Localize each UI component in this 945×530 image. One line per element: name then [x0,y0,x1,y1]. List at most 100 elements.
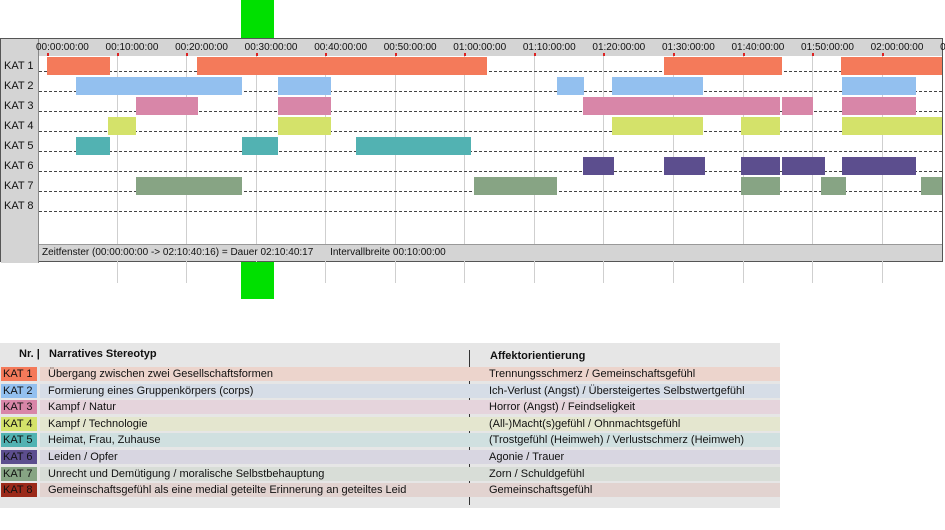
legend-row: KAT 8 Gemeinschaftsgefühl als eine medial… [0,482,780,498]
timeline-segment[interactable] [108,117,137,135]
timeline-segment[interactable] [356,137,472,155]
time-tick-label: 01:30:00:00 [661,42,715,53]
legend-row-band [40,450,780,464]
legend-stereotyp-text: Heimat, Frau, Zuhause [48,434,161,447]
lane-baseline [39,91,942,92]
tick-mark [464,53,467,56]
legend-category-code: KAT 7 [1,466,37,481]
grid-line [325,56,327,283]
timeline-segment[interactable] [841,117,942,135]
time-tick-label: 00:30:00:00 [244,42,298,53]
timeline-segment[interactable] [277,117,332,135]
time-tick-label: 0 [940,42,945,53]
timeline-segment[interactable] [663,157,705,175]
timeline-segment[interactable] [741,157,781,175]
timeline-segment[interactable] [136,97,198,115]
time-window-text: Zeitfenster (00:00:00:00 -> 02:10:40:16)… [42,247,314,258]
time-tick-label: 01:10:00:00 [522,42,576,53]
lane-label: KAT 3 [4,100,34,112]
legend-affekt-text: Ich-Verlust (Angst) / Übersteigertes Sel… [489,384,745,397]
legend-affekt-text: Horror (Angst) / Feindseligkeit [489,401,636,414]
category-legend-table: Nr. | Narratives Stereotyp Affektorienti… [0,343,780,508]
timeline-segment[interactable] [76,137,110,155]
timeline-segment[interactable] [242,137,278,155]
tick-mark [186,53,189,56]
timeline-segment[interactable] [556,77,584,95]
legend-stereotyp-text: Formierung eines Gruppenkörpers (corps) [48,384,254,397]
tick-mark [394,53,397,56]
lane-label: KAT 7 [4,180,34,192]
legend-affekt-text: Gemeinschaftsgefühl [489,484,593,497]
timeline-segment[interactable] [841,57,942,75]
timeline-segment[interactable] [741,177,781,195]
lane-baseline [39,131,942,132]
timeline-segment[interactable] [782,157,826,175]
timeline-segment[interactable] [841,77,916,95]
timeline-segment[interactable] [663,57,783,75]
timeline-status-bar: Zeitfenster (00:00:00:00 -> 02:10:40:16)… [39,244,942,261]
timeline-segment[interactable] [612,77,703,95]
tick-mark [47,53,49,56]
legend-row-band [40,383,780,398]
time-tick-label: 00:50:00:00 [383,42,437,53]
legend-category-code: KAT 8 [1,483,37,498]
timeline-segment[interactable] [196,57,487,75]
time-tick-label: 00:10:00:00 [105,42,159,53]
timeline-segment[interactable] [782,97,813,115]
lane-baseline [39,211,942,212]
legend-affekt-text: (All-)Macht(s)gefühl / Ohnmachtsgefühl [489,417,681,430]
timeline-segment[interactable] [474,177,557,195]
playhead-marker-top[interactable] [241,0,274,38]
tick-mark [881,53,884,56]
timeline-segment[interactable] [277,97,332,115]
legend-stereotyp-text: Gemeinschaftsgefühl als eine medial gete… [48,484,407,497]
tick-mark [603,53,606,56]
legend-row-band [40,400,780,415]
timeline-segment[interactable] [841,97,916,115]
tick-mark [325,53,328,56]
legend-row-band [40,483,780,498]
legend-category-code: KAT 5 [1,433,37,448]
playhead-marker-bottom[interactable] [241,262,274,299]
lane-baseline [39,71,942,72]
timeline-segment[interactable] [583,97,781,115]
interval-width-text: Intervallbreite 00:10:00:00 [330,247,446,258]
time-tick-label: 01:00:00:00 [453,42,507,53]
legend-stereotyp-text: Kampf / Technologie [48,417,148,430]
timeline-segment[interactable] [47,57,110,75]
grid-line [533,56,535,283]
legend-row: KAT 7 Unrecht und Demütigung / moralische… [0,466,780,482]
timeline-segment[interactable] [741,117,781,135]
timeline-segment[interactable] [136,177,243,195]
legend-stereotyp-text: Übergang zwischen zwei Gesellschaftsform… [48,368,273,380]
legend-header-nr: Nr. | [19,348,40,360]
legend-header-stereotyp: Narratives Stereotyp [49,348,157,360]
legend-header-affekt: Affektorientierung [490,350,586,362]
lane-label: KAT 6 [4,160,34,172]
legend-stereotyp-text: Kampf / Natur [48,401,116,414]
timeline-segment[interactable] [76,77,243,95]
timeline-segment[interactable] [583,157,614,175]
grid-line [186,56,188,283]
legend-stereotyp-text: Leiden / Opfer [48,451,118,463]
tick-mark [742,53,745,56]
timeline-segment[interactable] [277,77,332,95]
time-tick-label: 02:00:00:00 [870,42,924,53]
time-tick-label: 00:20:00:00 [175,42,228,53]
grid-line [394,56,396,283]
timeline-segment[interactable] [612,117,703,135]
legend-stereotyp-text: Unrecht und Demütigung / moralische Selb… [48,467,325,480]
time-axis: 00:00:00:00 00:10:00:00 00:20:00:00 00:30:0… [36,39,945,56]
time-tick-label: 00:00:00:00 [36,42,89,53]
timeline-segment[interactable] [821,177,847,195]
grid-line [464,56,466,283]
timeline-segment[interactable] [920,177,942,195]
timeline-segment[interactable] [841,157,916,175]
legend-row-band [40,367,780,381]
